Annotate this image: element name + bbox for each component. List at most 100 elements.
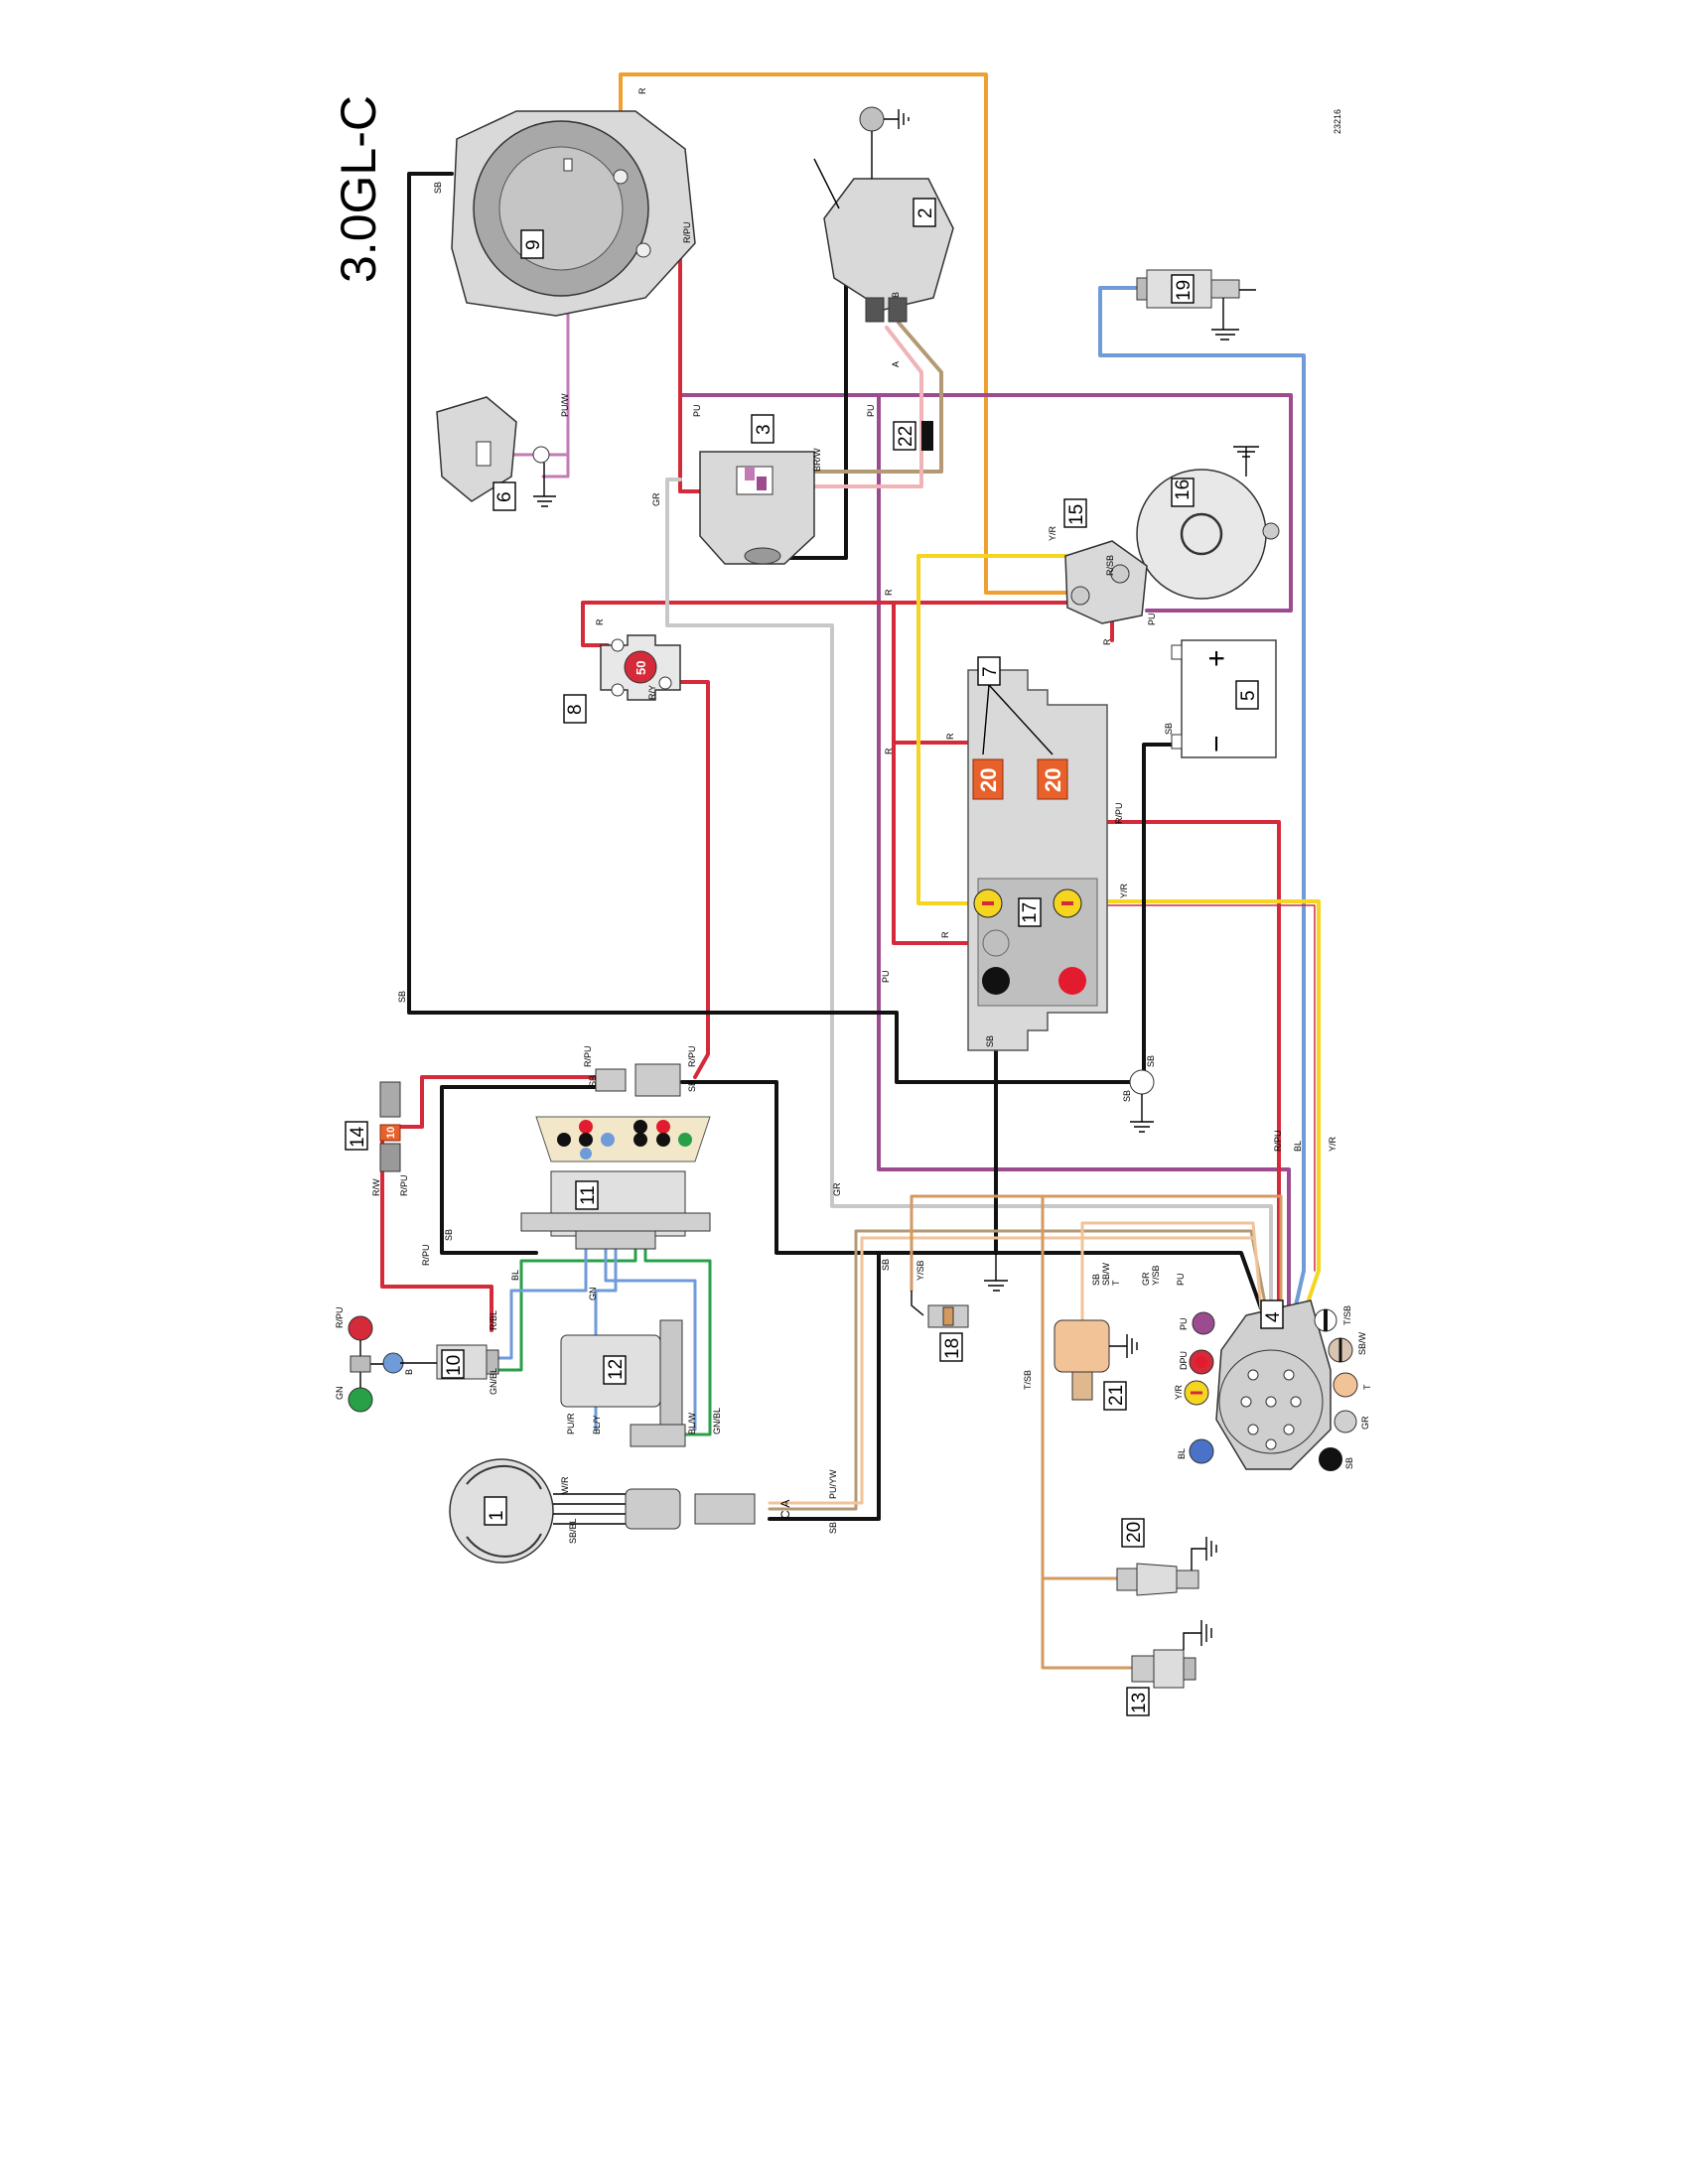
- label-box-9: [520, 229, 544, 259]
- wl-r-3: R: [884, 589, 894, 596]
- sender-19: [1136, 269, 1256, 341]
- wl-r-pu-5: R/PU: [687, 1045, 697, 1067]
- wire-black-battery: [1142, 743, 1184, 1084]
- connector-22: [921, 421, 933, 451]
- wl-dist-a: A: [891, 361, 901, 367]
- wl-pu-4: PU: [881, 970, 891, 983]
- fuse-14: [379, 1081, 401, 1172]
- label-box-15: [1063, 498, 1087, 528]
- wl-y-r-2: Y/R: [1119, 883, 1129, 898]
- main-connector-4: [1184, 1299, 1358, 1471]
- wire-blue-1: [494, 1244, 588, 1360]
- fuse-10-label: 10: [385, 1127, 397, 1139]
- wl-bl-w: BL/W: [687, 1412, 697, 1434]
- wl-sb-8: SB: [687, 1080, 697, 1092]
- fuse-20b-label: 20: [1041, 768, 1065, 792]
- wire-black-relay: [440, 1085, 598, 1255]
- wl-b-1: B: [404, 1369, 414, 1375]
- node-label-5: 5: [1238, 690, 1259, 701]
- wire-yellow-red-connector-r: [1071, 904, 1316, 1272]
- sender-18: [911, 1253, 1008, 1328]
- wl-gn-2: GN: [335, 1387, 345, 1401]
- wl-r-5: R: [884, 748, 894, 754]
- node-label-14: 14: [348, 1126, 368, 1148]
- wl-r-4: R: [1102, 638, 1112, 645]
- wires: [380, 72, 1321, 1670]
- battery-5: + −: [1171, 639, 1277, 758]
- node-label-16: 16: [1173, 479, 1194, 500]
- wire-yellow-starter: [916, 554, 1067, 905]
- wl-ca: C A: [778, 1500, 792, 1519]
- wl-r-2: R: [595, 618, 605, 625]
- wl-sb-w-1: SB/W: [1101, 1262, 1111, 1286]
- wl-w-r: W/R: [560, 1476, 570, 1494]
- wire-blue-sender-19: [1098, 286, 1306, 1307]
- label-box-18: [939, 1332, 963, 1362]
- node-label-20: 20: [1124, 1522, 1145, 1543]
- wl-t-sb: T/SB: [1023, 1370, 1033, 1390]
- wl-sb-2: SB: [1164, 723, 1174, 735]
- wire-gray-3-4: [665, 478, 1273, 1310]
- fuse-50: [600, 634, 681, 701]
- wl-r-1: R: [637, 87, 647, 94]
- wire-peach-lower: [768, 1236, 1255, 1505]
- wire-black-alt-ground: [407, 172, 1139, 1084]
- wl-pu-2: PU: [866, 404, 876, 417]
- label-box-11: [575, 1180, 599, 1210]
- wire-black-1: [768, 1251, 881, 1521]
- wl-y-sb-2: Y/SB: [1151, 1265, 1161, 1286]
- wl-gr-4: GR: [1360, 1416, 1370, 1430]
- node-label-11: 11: [578, 1185, 599, 1205]
- wl-r-y: R/Y: [647, 685, 657, 700]
- sender-13: [1131, 1620, 1212, 1689]
- wl-gn-1: GN: [588, 1288, 598, 1301]
- sender-20: [1116, 1537, 1217, 1596]
- label-box-20: [1121, 1518, 1145, 1548]
- sensor-10: [348, 1315, 499, 1413]
- wl-r-w-1: R/W: [371, 1178, 381, 1196]
- relay-3: [699, 451, 815, 565]
- label-box-13: [1126, 1687, 1150, 1716]
- wl-bl-2: BL: [510, 1270, 520, 1281]
- wl-r-pu-3: R/PU: [1273, 1130, 1283, 1152]
- wl-sb-10: SB: [881, 1259, 891, 1271]
- wl-bl-1: BL: [1293, 1141, 1303, 1152]
- node-label-22: 22: [896, 426, 916, 447]
- wl-r-pu-2: R/PU: [1114, 802, 1124, 824]
- label-box-6: [492, 481, 516, 511]
- label-box-17: [1018, 897, 1042, 927]
- wl-gr-1: GR: [651, 492, 661, 506]
- label-box-10: [441, 1349, 465, 1379]
- battery-minus: −: [1200, 735, 1233, 752]
- wire-tan-coil: [768, 321, 943, 474]
- wl-sb-6: SB: [1122, 1090, 1132, 1102]
- wl-sb-9: SB: [444, 1229, 454, 1241]
- wl-sb-13: SB: [828, 1522, 838, 1534]
- wl-sb-3: SB: [397, 991, 407, 1003]
- wl-sb-7: SB: [588, 1075, 598, 1087]
- relay-block-11: [520, 1116, 711, 1250]
- sender-21: [1054, 1319, 1138, 1401]
- inline-connector: [595, 1063, 681, 1097]
- solenoid-15: [1064, 540, 1148, 624]
- label-box-4: [1260, 1299, 1284, 1329]
- wl-gr-3: GR: [1141, 1272, 1151, 1286]
- wl-pu-5: PU: [1176, 1273, 1186, 1286]
- node-label-8: 8: [565, 704, 586, 715]
- wl-sb-5: SB: [1146, 1055, 1156, 1067]
- node-label-9: 9: [523, 239, 544, 250]
- label-box-3: [751, 414, 774, 444]
- wl-bl-y: BL/Y: [592, 1415, 602, 1434]
- fuse-50-label: 50: [633, 661, 648, 675]
- label-box-14: [345, 1121, 368, 1151]
- label-box-21: [1103, 1381, 1127, 1411]
- wl-y-r-4: Y/R: [1174, 1384, 1184, 1400]
- node-label-17: 17: [1020, 902, 1041, 923]
- fuse-box: [967, 669, 1108, 1051]
- wl-r-pu-6: R/PU: [399, 1174, 409, 1196]
- wl-pu-r: PU/R: [566, 1413, 576, 1434]
- wl-pu-6: PU: [1179, 1317, 1189, 1330]
- wl-sb-11: SB: [1091, 1274, 1101, 1286]
- node-label-3: 3: [754, 424, 774, 435]
- wl-br-w: BR/W: [812, 448, 822, 472]
